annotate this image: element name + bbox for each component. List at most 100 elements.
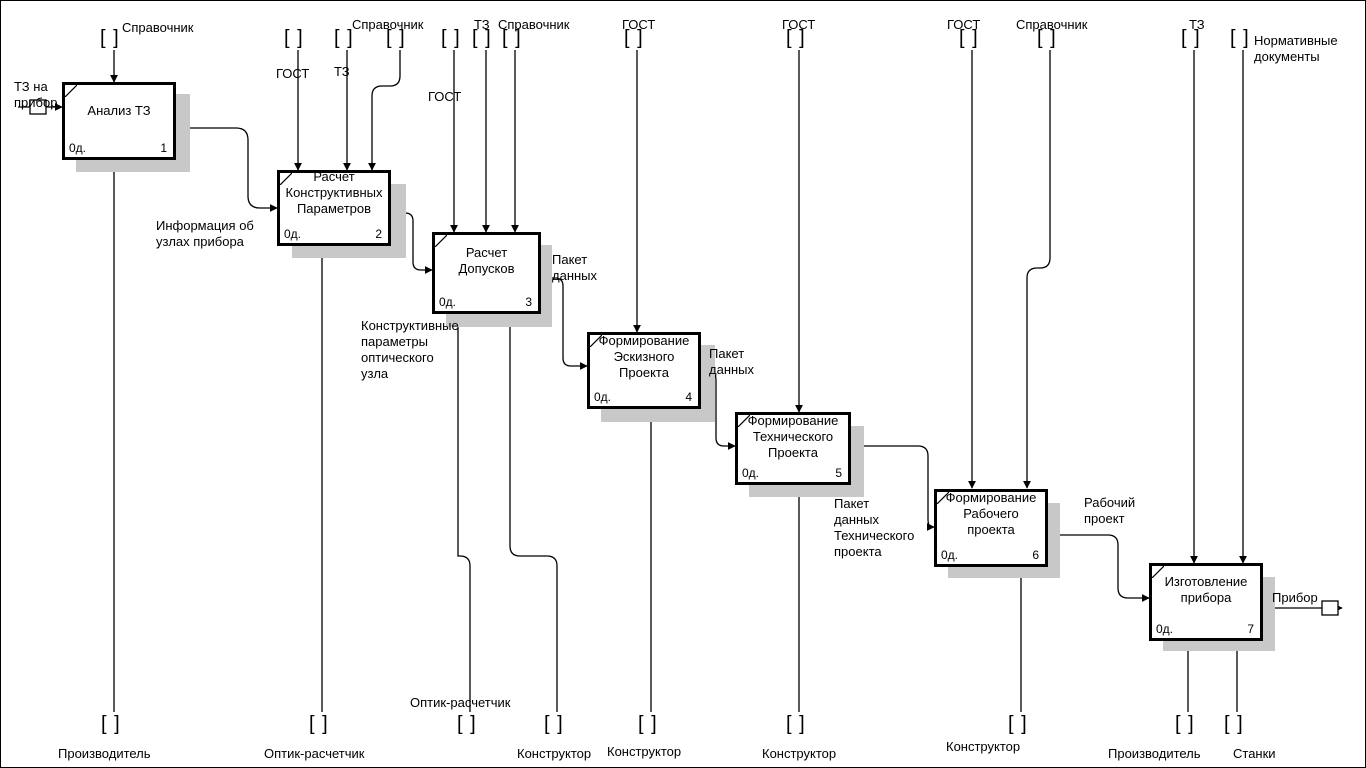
label-control-gost-box2: ГОСТ — [276, 66, 310, 81]
tunnel-marker-bottom: [ ] — [638, 713, 658, 735]
activity-box-6[interactable]: Формирование Рабочего проекта 0д. 6 — [934, 489, 1048, 567]
box-number: 6 — [1032, 548, 1039, 562]
box-title: Изготовление прибора — [1164, 574, 1248, 605]
activity-box-7[interactable]: Изготовление прибора 0д. 7 — [1149, 563, 1263, 641]
label-control-tz-box2: ТЗ — [334, 64, 350, 79]
box-cost: 0д. — [1156, 622, 1174, 636]
arrow-optic-to-box3 — [454, 315, 471, 712]
label-control-gost-box3: ГОСТ — [428, 89, 462, 104]
box-cost: 0д. — [69, 141, 87, 155]
arrow-box1-to-box2 — [176, 127, 278, 212]
box-number: 4 — [685, 390, 692, 404]
box-corner-mark — [280, 173, 292, 185]
tunnel-marker-bottom: [ ] — [457, 713, 477, 735]
label-mech-constructor-box4: Конструктор — [607, 744, 682, 759]
label-packet-1: Пакет данных — [552, 252, 598, 283]
box-cost: 0д. — [284, 227, 302, 241]
activity-box-5[interactable]: Формирование Технического Проекта 0д. 5 — [735, 412, 851, 485]
arrow-ref-to-box2 — [368, 50, 401, 171]
label-mech-constructor-box3: Конструктор — [517, 746, 592, 761]
arrow-box2-to-box3 — [391, 212, 433, 274]
activity-box-1[interactable]: Анализ ТЗ 0д. 1 — [62, 82, 176, 160]
label-control-gost-box4: ГОСТ — [622, 17, 656, 32]
tunnel-marker-bottom: [ ] — [544, 713, 564, 735]
box-corner-mark — [65, 85, 77, 97]
arrow-box3-to-box4 — [541, 277, 588, 370]
box-cost: 0д. — [941, 548, 959, 562]
label-control-ref-box3: Справочник — [498, 17, 570, 32]
tunnel-marker-top: [ ] — [100, 27, 120, 49]
label-packet-2: Пакет данных — [709, 346, 755, 377]
tunnel-marker-top: [ ] — [502, 27, 522, 49]
box-cost: 0д. — [439, 295, 457, 309]
box-number: 1 — [160, 141, 167, 155]
label-info-nodes: Информация об узлах прибора — [156, 218, 254, 249]
label-packet-tech: Пакет данных Технического проекта — [834, 496, 915, 559]
activity-box-4[interactable]: Формирование Эскизного Проекта 0д. 4 — [587, 332, 701, 409]
box-title: Расчет Конструктивных Параметров — [285, 169, 383, 216]
box-title: Формирование Эскизного Проекта — [598, 333, 690, 380]
tunnel-marker-bottom: [ ] — [1224, 713, 1244, 735]
tunnel-marker-top: [ ] — [1230, 27, 1250, 49]
box-number: 2 — [375, 227, 382, 241]
label-control-ref-box1: Справочник — [122, 20, 194, 35]
tunnel-marker-bottom: [ ] — [1175, 713, 1195, 735]
tunnel-marker-bottom: [ ] — [101, 713, 121, 735]
label-control-ref-box6: Справочник — [1016, 17, 1088, 32]
box-corner-mark — [435, 235, 447, 247]
label-mech-optic-box2: Оптик-расчетчик — [264, 746, 365, 761]
arrow-constructor-to-box3 — [506, 315, 558, 712]
label-work-project: Рабочий проект — [1084, 495, 1136, 526]
label-mech-constructor-box6: Конструктор — [946, 739, 1021, 754]
box-title: Расчет Допусков — [458, 245, 515, 276]
box-title: Формирование Технического Проекта — [747, 413, 839, 460]
tunnel-marker-top: [ ] — [1037, 27, 1057, 49]
tunnel-marker-top: [ ] — [1181, 27, 1201, 49]
box-corner-mark — [1152, 566, 1164, 578]
box-title: Формирование Рабочего проекта — [945, 490, 1037, 537]
box-corner-mark — [937, 492, 949, 504]
box-number: 3 — [525, 295, 532, 309]
label-mech-machines-box7: Станки — [1233, 746, 1276, 761]
tunnel-marker-bottom: [ ] — [309, 713, 329, 735]
label-control-tz-box7: ТЗ — [1189, 17, 1205, 32]
box-cost: 0д. — [742, 466, 760, 480]
tunnel-marker-top: [ ] — [284, 27, 304, 49]
box-cost: 0д. — [594, 390, 612, 404]
label-control-norm-box7: Нормативные документы — [1254, 33, 1338, 64]
box-title: Анализ ТЗ — [87, 103, 151, 118]
tunnel-marker-top: [ ] — [786, 27, 806, 49]
label-input-tz: ТЗ на прибор — [14, 79, 58, 110]
tunnel-marker-top: [ ] — [386, 27, 406, 49]
label-control-ref-box2: Справочник — [352, 17, 424, 32]
activity-box-2[interactable]: Расчет Конструктивных Параметров 0д. 2 — [277, 169, 391, 246]
label-control-gost-box5: ГОСТ — [782, 17, 816, 32]
arrow-box6-to-box7 — [1048, 534, 1150, 602]
label-control-gost-box6: ГОСТ — [947, 17, 981, 32]
box-number: 5 — [835, 466, 842, 480]
label-mech-optic-box3: Оптик-расчетчик — [410, 695, 511, 710]
label-mech-producer-box7: Производитель — [1108, 746, 1201, 761]
tunnel-marker-top: [ ] — [959, 27, 979, 49]
label-mech-constructor-box5: Конструктор — [762, 746, 837, 761]
box-number: 7 — [1247, 622, 1254, 636]
input-boundary-marker — [29, 99, 47, 115]
box-corner-mark — [738, 415, 750, 427]
tunnel-marker-top: [ ] — [334, 27, 354, 49]
arrow-box5-to-box6 — [851, 445, 935, 531]
tunnel-marker-top: [ ] — [624, 27, 644, 49]
label-mech-producer-box1: Производитель — [58, 746, 151, 761]
tunnel-marker-bottom: [ ] — [1008, 713, 1028, 735]
arrow-ref-to-box6 — [1023, 50, 1051, 489]
label-design-params: Конструктивные параметры оптического узл… — [361, 318, 459, 381]
tunnel-marker-top: [ ] — [441, 27, 461, 49]
output-boundary-marker — [1321, 600, 1339, 616]
box-corner-mark — [590, 335, 602, 347]
label-control-tz-box3: ТЗ — [474, 17, 490, 32]
tunnel-marker-top: [ ] — [472, 27, 492, 49]
activity-box-3[interactable]: Расчет Допусков 0д. 3 — [432, 232, 541, 314]
tunnel-marker-bottom: [ ] — [786, 713, 806, 735]
label-output-device: Прибор — [1272, 590, 1318, 605]
